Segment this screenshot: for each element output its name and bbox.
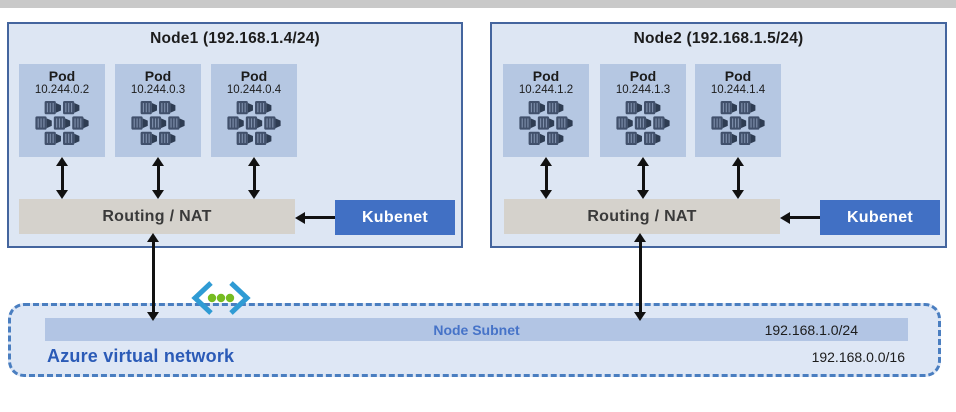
node1-subnet-arrow (147, 233, 159, 321)
vnet-cidr: 192.168.0.0/16 (811, 349, 905, 365)
kubenet-box: Kubenet (335, 200, 455, 235)
pod-box: Pod 10.244.0.4 (211, 64, 297, 157)
pod-containers-icon (519, 101, 573, 145)
pod-routing-arrow (540, 157, 552, 199)
pod-ip: 10.244.0.4 (226, 84, 282, 96)
pod-containers-icon (711, 101, 765, 145)
pod-label: Pod (144, 68, 172, 84)
pod-routing-arrow (637, 157, 649, 199)
pod-routing-arrow (248, 157, 260, 199)
node-subnet-bar: Node Subnet 192.168.1.0/24 (45, 318, 908, 341)
pod-box: Pod 10.244.0.2 (19, 64, 105, 157)
pod-ip: 10.244.0.3 (130, 84, 186, 96)
kubenet-routing-arrow (780, 211, 820, 224)
pod-routing-arrow (732, 157, 744, 199)
kubenet-routing-arrow (295, 211, 335, 224)
pod-ip: 10.244.0.2 (34, 84, 90, 96)
node-subnet-label: Node Subnet (433, 321, 520, 338)
node2-title: Node2 (192.168.1.5/24) (633, 30, 804, 47)
pod-ip: 10.244.1.2 (518, 84, 574, 96)
pod-box: Pod 10.244.1.4 (695, 64, 781, 157)
pod-label: Pod (724, 68, 752, 84)
pod-box: Pod 10.244.1.2 (503, 64, 589, 157)
virtual-network-icon (191, 281, 251, 315)
pod-label: Pod (532, 68, 560, 84)
pod-routing-arrow (152, 157, 164, 199)
routing-nat-bar: Routing / NAT (504, 199, 780, 234)
kubenet-box: Kubenet (820, 200, 940, 235)
pod-containers-icon (616, 101, 670, 145)
pod-routing-arrow (56, 157, 68, 199)
pod-containers-icon (35, 101, 89, 145)
node1-title: Node1 (192.168.1.4/24) (150, 30, 320, 47)
routing-nat-bar: Routing / NAT (19, 199, 295, 234)
pod-label: Pod (629, 68, 657, 84)
vnet-label: Azure virtual network (47, 346, 235, 366)
pod-box: Pod 10.244.1.3 (600, 64, 686, 157)
node2-subnet-arrow (634, 233, 646, 321)
pod-label: Pod (240, 68, 268, 84)
pod-box: Pod 10.244.0.3 (115, 64, 201, 157)
pod-ip: 10.244.1.4 (710, 84, 766, 96)
pod-ip: 10.244.1.3 (615, 84, 671, 96)
node-subnet-cidr: 192.168.1.0/24 (764, 321, 858, 338)
node1-box: Node1 (192.168.1.4/24) Pod 10.244.0.2 Po… (7, 22, 463, 248)
pod-label: Pod (48, 68, 76, 84)
top-border-strip (0, 0, 956, 8)
node2-box: Node2 (192.168.1.5/24) Pod 10.244.1.2 Po… (490, 22, 947, 248)
pod-containers-icon (131, 101, 185, 145)
pod-containers-icon (227, 101, 281, 145)
